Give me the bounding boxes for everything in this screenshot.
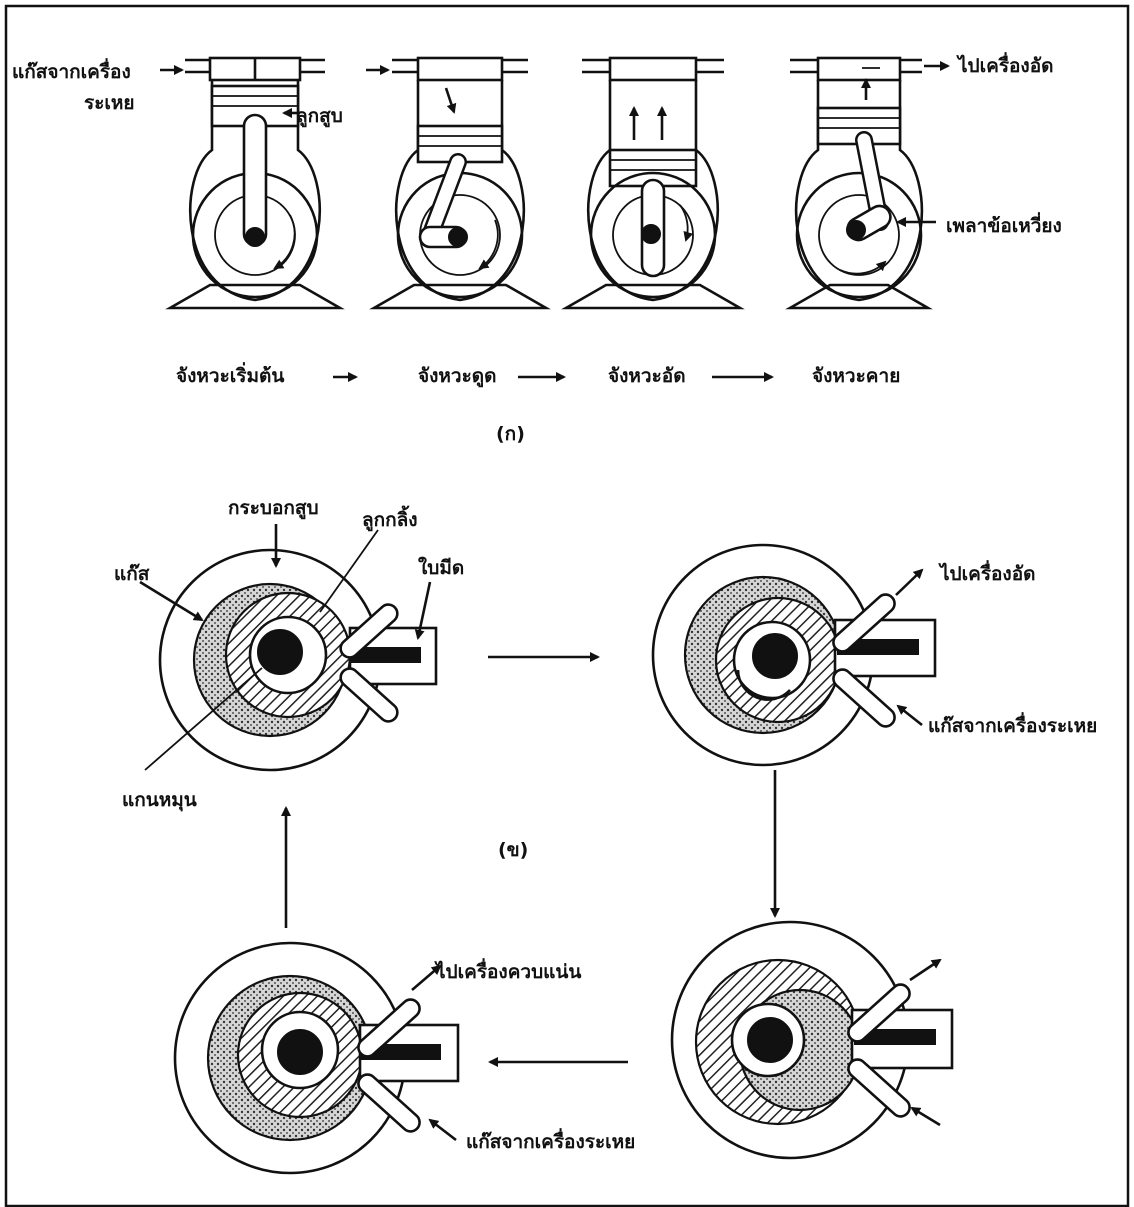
- label-gas-from-evaporator-line2: ระเหย: [84, 92, 135, 114]
- label-to-condenser: ไปเครื่องควบแน่น: [434, 958, 581, 983]
- label-gas-from-evaporator-bottom: แก๊สจากเครื่องระเหย: [466, 1128, 635, 1153]
- stroke-label-discharge: จังหวะคาย: [812, 365, 900, 387]
- compressor-unit-discharge: [790, 58, 948, 308]
- reciprocating-compressor-diagram: แก๊สจากเครื่อง ระเหย ลูกสูบ ไปเครื่องอัด…: [12, 52, 1062, 445]
- stroke-label-start: จังหวะเริ่มต้น: [176, 362, 284, 387]
- rotary-unit-4: [175, 943, 458, 1173]
- label-to-compressor-a: ไปเครื่องอัด: [956, 52, 1053, 77]
- label-crankshaft: เพลาข้อเหวี่ยง: [946, 212, 1062, 237]
- stroke-label-compression: จังหวะอัด: [608, 365, 686, 387]
- compressor-unit-suction: [366, 58, 546, 308]
- label-blade: ใบมีด: [418, 556, 464, 579]
- caption-part-b: (ข): [498, 839, 528, 861]
- label-shaft: แกนหมุน: [122, 789, 197, 812]
- compressor-unit-compression: [566, 58, 740, 308]
- label-to-compressor-b: ไปเครื่องอัด: [938, 560, 1035, 585]
- compressor-unit-start: [160, 58, 340, 308]
- rotary-unit-2: [653, 545, 935, 765]
- label-gas-from-evaporator-b: แก๊สจากเครื่องระเหย: [928, 712, 1097, 737]
- label-piston: ลูกสูบ: [296, 105, 343, 128]
- label-gas-from-evaporator-line1: แก๊สจากเครื่อง: [12, 58, 131, 83]
- rotary-unit-1: [160, 550, 436, 770]
- label-cylinder: กระบอกสูบ: [228, 497, 319, 520]
- rotary-compressor-diagram: กระบอกสูบ ลูกกลิ้ง แก๊ส ใบมีด แกนหมุน ไป…: [114, 497, 1097, 1173]
- label-roller: ลูกกลิ้ง: [362, 505, 418, 532]
- label-gas: แก๊ส: [114, 563, 150, 585]
- stroke-label-suction: จังหวะดูด: [418, 365, 497, 388]
- caption-part-a: (ก): [496, 423, 525, 445]
- rotary-unit-3: [672, 922, 952, 1158]
